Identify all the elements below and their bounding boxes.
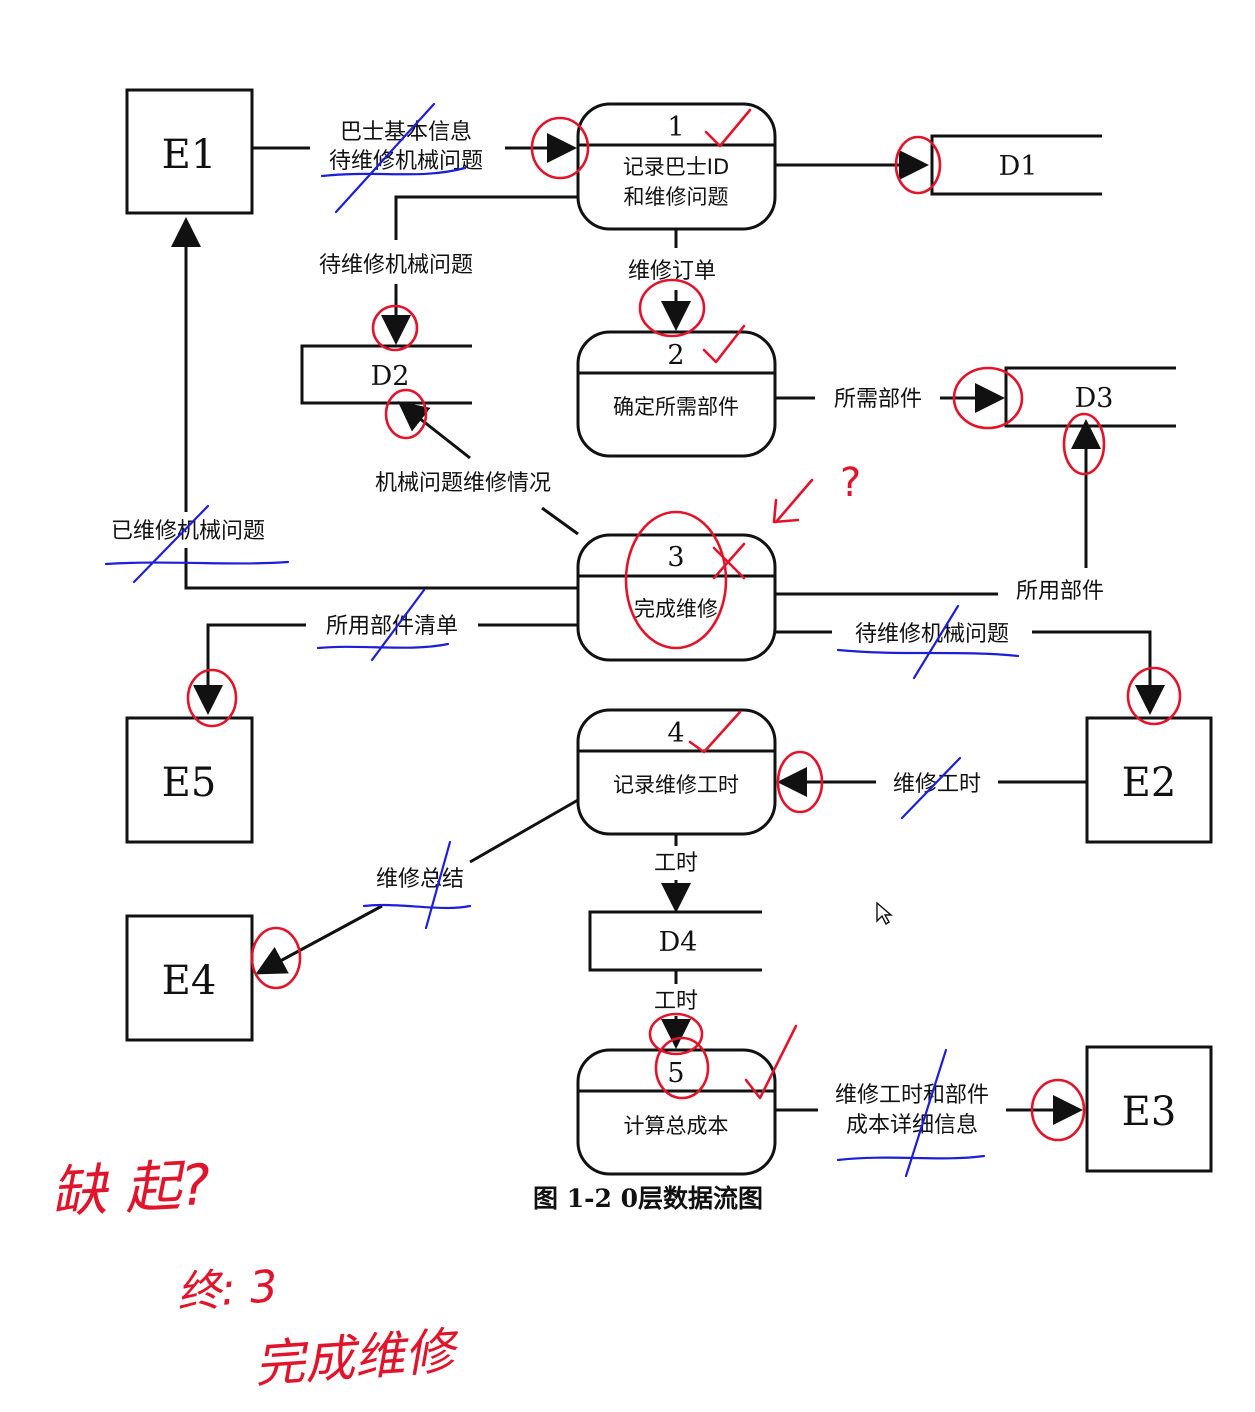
flow-label-p3-d2: 机械问题维修情况: [375, 471, 551, 496]
flow-label-p3-d3: 所用部件: [1016, 579, 1104, 604]
process-2: 2 确定所需部件: [576, 330, 777, 458]
handwritten-note-line3: 完成维修: [253, 1322, 463, 1394]
blue-annotations: [104, 102, 1020, 1178]
store-d1: D1: [930, 134, 1102, 196]
process-4-number: 4: [667, 718, 684, 749]
store-d1-label: D1: [999, 151, 1038, 182]
flow-label-d4-p5: 工时: [654, 989, 698, 1014]
flow-p3-e5-left: [193, 623, 306, 715]
flow-label-p4-e4: 维修总结: [376, 867, 464, 892]
flow-lines: [171, 133, 1165, 1125]
handwritten-note-line2: 终: 3: [175, 1261, 279, 1319]
diagram-caption: 图 1-2 0层数据流图: [533, 1184, 763, 1213]
mouse-cursor-icon: [876, 901, 893, 926]
flow-label-p5-e3-line2: 成本详细信息: [846, 1113, 978, 1138]
red-question-mark: ?: [840, 460, 861, 506]
process-5-number: 5: [667, 1058, 684, 1089]
store-d4-label: D4: [659, 927, 698, 958]
entity-e4-label: E4: [162, 958, 217, 1004]
handwritten-note-line1: 缺 起?: [49, 1153, 212, 1226]
process-1-name-line1: 记录巴士ID: [623, 155, 729, 179]
store-d2: D2: [300, 344, 472, 405]
flow-p3-d2-upper: [397, 401, 471, 460]
flow-label-e2-p4: 维修工时: [893, 772, 981, 797]
flow-labels: 巴士基本信息 待维修机械问题 待维修机械问题 维修订单 所需部件 机械问题维修情…: [111, 120, 1104, 1138]
flow-p3-e1-lower: [184, 548, 578, 590]
flow-label-p3-e5: 所用部件清单: [326, 614, 458, 639]
flow-p1-d2-upper: [394, 195, 580, 240]
entity-e1: E1: [125, 88, 254, 215]
process-5-name: 计算总成本: [624, 1114, 729, 1138]
process-1: 1 记录巴士ID 和维修问题: [576, 102, 777, 231]
process-5: 5 计算总成本: [576, 1048, 777, 1176]
entity-e3-label: E3: [1122, 1089, 1177, 1135]
process-3: 3 完成维修: [576, 533, 777, 662]
flow-label-e1-p1-line1: 巴士基本信息: [340, 120, 472, 145]
flow-p3-e2-right: [1032, 630, 1165, 715]
flow-label-p4-d4: 工时: [654, 851, 698, 876]
process-2-name: 确定所需部件: [613, 395, 739, 419]
flow-label-p1-d2: 待维修机械问题: [319, 253, 473, 278]
entity-e4: E4: [125, 914, 254, 1042]
handwritten-notes: 缺 起? 终: 3 完成维修: [49, 1153, 462, 1394]
flow-label-p5-e3-line1: 维修工时和部件: [835, 1083, 989, 1108]
flow-label-p2-d3: 所需部件: [834, 387, 922, 412]
entity-e2: E2: [1085, 716, 1213, 844]
flow-p4-e4-lower: [255, 904, 383, 975]
entity-e2-label: E2: [1122, 760, 1177, 806]
store-d4: D4: [588, 910, 762, 972]
entity-e5-label: E5: [162, 760, 217, 806]
process-1-name-line2: 和维修问题: [624, 185, 729, 209]
store-d3: D3: [1004, 366, 1176, 428]
flow-p3-d2-lower: [541, 506, 579, 536]
flow-p4-e4-upper: [469, 798, 579, 864]
entity-e5: E5: [125, 716, 254, 844]
process-3-name: 完成维修: [634, 597, 718, 621]
entity-e1-label: E1: [162, 132, 217, 178]
process-3-number: 3: [667, 542, 684, 573]
red-annotations: ?: [186, 108, 1182, 1142]
flow-label-p3-e1: 已维修机械问题: [111, 519, 265, 544]
flow-label-p3-e2: 待维修机械问题: [855, 622, 1009, 647]
process-4-name: 记录维修工时: [613, 773, 739, 797]
store-d2-label: D2: [371, 361, 410, 392]
process-2-number: 2: [667, 340, 684, 371]
process-1-number: 1: [667, 112, 684, 143]
process-4: 4 记录维修工时: [576, 708, 777, 836]
entity-e3: E3: [1085, 1045, 1213, 1173]
store-d3-label: D3: [1075, 383, 1114, 414]
